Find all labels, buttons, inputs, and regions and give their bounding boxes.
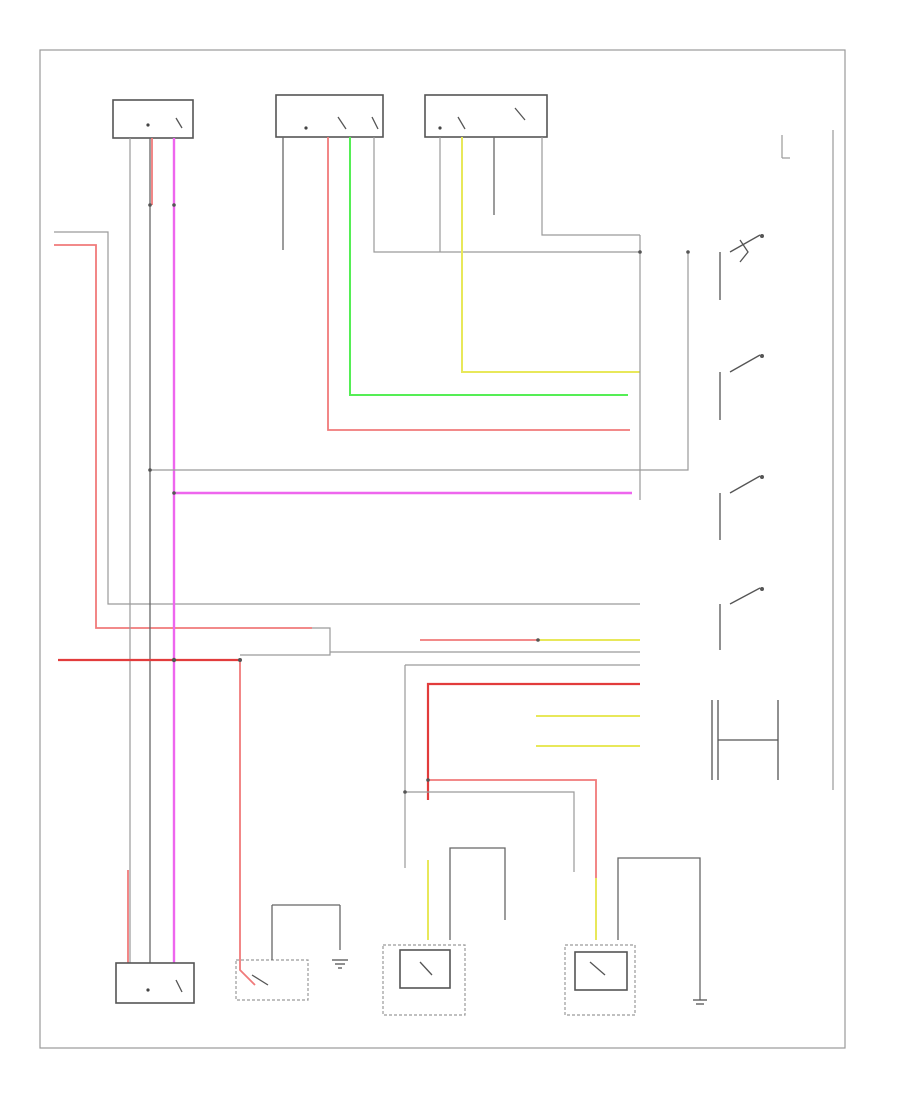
wire-red-vertical-lower [127,660,256,986]
wire-top-right-far [541,137,640,236]
wire-top-middle-green [349,137,628,396]
ground-symbol [332,959,348,969]
right-door-lock-actuator [564,944,636,1016]
wire-top-middle-red [327,137,630,431]
left-door-lock-actuator [382,944,466,1016]
diagram-frame [39,49,846,1049]
relay-1 [719,234,764,300]
ground-right-symbol [693,999,707,1005]
wire-top-right-yellow [461,137,640,373]
wire-top-middle-gray [373,137,640,253]
wire-lower-gray-right [404,665,575,872]
top-right-connector-unit [424,94,548,138]
wire-gray-left-outer [54,231,640,605]
top-middle-connector-unit [275,94,384,138]
top-left-connector-unit [112,99,194,139]
right-connector-block [711,700,779,780]
wire-lower-gray-bus [240,627,640,666]
top-right-ground-symbol [781,135,790,159]
relay-4 [719,587,764,650]
wire-lower-red-right [428,779,597,878]
relay-3 [719,475,764,540]
liftgate-actuator [235,904,341,1001]
wire-lower-dark-right [617,857,701,1000]
bottom-left-connector-unit [115,962,195,1004]
relay-2 [719,354,764,420]
wire-horizontal-gray-470 [150,252,689,471]
junction-dots [148,203,690,794]
wire-lower-dark-left [449,847,506,940]
wire-red-light-left [54,244,312,629]
wire-lower-red-drop [426,682,640,800]
